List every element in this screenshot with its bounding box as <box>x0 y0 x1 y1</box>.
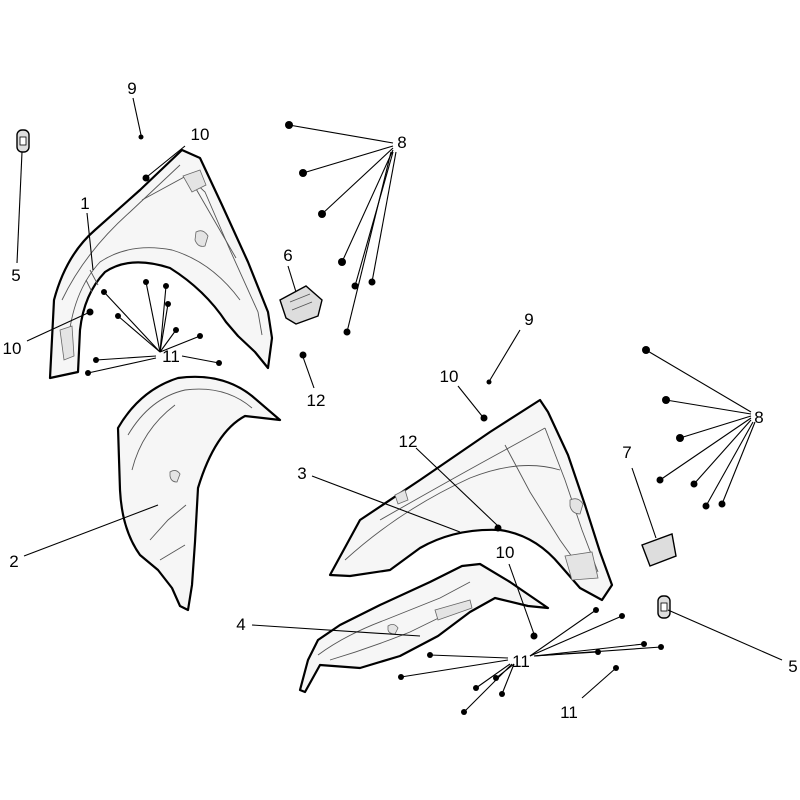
left-wheelhouse-liner <box>116 375 282 612</box>
callout-8-top: 8 <box>397 133 406 152</box>
callout-10-mid: 10 <box>440 367 459 386</box>
leader-lines <box>16 97 783 713</box>
callout-10-left: 10 <box>3 339 22 358</box>
callout-5-right: 5 <box>788 657 797 676</box>
callout-10-lower: 10 <box>496 543 515 562</box>
callout-9-left: 9 <box>127 79 136 98</box>
clip-5-left <box>16 129 30 153</box>
callout-3: 3 <box>297 464 306 483</box>
callout-6: 6 <box>283 246 292 265</box>
callout-12-right: 12 <box>399 432 418 451</box>
callout-7: 7 <box>622 443 631 462</box>
callout-8-right: 8 <box>754 408 763 427</box>
callout-11-right: 11 <box>512 652 530 671</box>
callout-2: 2 <box>9 552 18 571</box>
callout-5-left: 5 <box>11 266 20 285</box>
right-wheelhouse-liner <box>298 562 550 694</box>
callout-11-bottom: 11 <box>560 703 578 722</box>
callout-12-mid: 12 <box>307 391 326 410</box>
bracket-7 <box>641 533 677 567</box>
callout-11-left: 11 <box>162 347 180 366</box>
callout-10-top: 10 <box>191 125 210 144</box>
callout-labels: 9 10 1 5 10 11 8 6 12 2 9 10 8 12 7 3 10… <box>3 79 798 722</box>
callout-1: 1 <box>80 194 89 213</box>
clip-5-right <box>657 595 671 619</box>
callout-4: 4 <box>236 615 245 634</box>
left-fender <box>48 148 274 380</box>
callout-9-right: 9 <box>524 310 533 329</box>
bracket-6 <box>279 285 323 325</box>
